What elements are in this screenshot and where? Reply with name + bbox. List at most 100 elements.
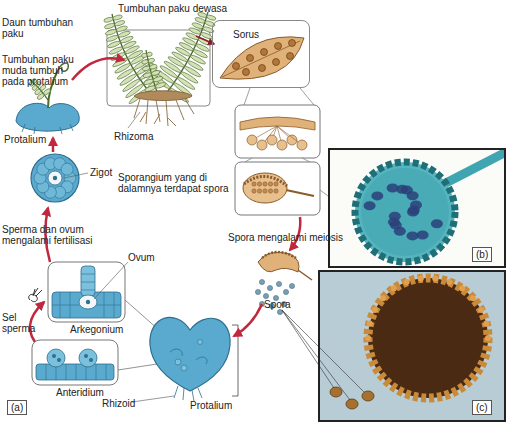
spore: [276, 281, 281, 286]
sorus-dot: [259, 65, 266, 72]
protalium: [170, 349, 207, 364]
spore: [263, 189, 267, 193]
leader-line: [282, 310, 364, 400]
spore: [365, 335, 371, 341]
rhizome: [134, 91, 192, 101]
protalium: [174, 386, 202, 401]
part-label: Daun tumbuhan paku: [2, 17, 76, 39]
spore: [268, 189, 272, 193]
adult-fern: [114, 20, 125, 27]
spore: [396, 185, 408, 194]
adult-fern: [105, 29, 117, 37]
spore: [407, 231, 419, 240]
adult-fern: [148, 58, 155, 64]
open-sporangium: [262, 252, 296, 258]
adult-fern: [206, 14, 216, 21]
sporangium: [235, 162, 328, 215]
protalium: [175, 359, 181, 365]
sporangium-cluster: [257, 140, 267, 150]
pinnule: [222, 41, 300, 77]
photo-b: [355, 162, 455, 262]
open-sporangium: [255, 252, 312, 315]
spore: [483, 321, 489, 327]
sporangium: [244, 176, 287, 186]
sporangium: [286, 190, 314, 196]
adult-fern: [143, 72, 152, 78]
adult-fern: [155, 82, 167, 89]
part-label: Anteridium: [56, 387, 126, 398]
part-label: Protalium: [190, 400, 250, 411]
zygote: [31, 154, 79, 202]
pinnule: [220, 37, 304, 79]
antheridium: [52, 354, 56, 358]
photo-c: [346, 399, 358, 409]
protalium: [132, 396, 174, 402]
sorus-section: [235, 105, 320, 158]
spore: [263, 182, 267, 186]
antheridium: [32, 340, 118, 385]
spore: [364, 201, 376, 210]
adult-fern: [194, 17, 205, 24]
spore: [263, 293, 268, 298]
spore: [432, 275, 438, 281]
adult-fern: [204, 20, 215, 27]
leader-line: [64, 173, 88, 178]
sporangium: [243, 173, 287, 203]
spore: [283, 289, 288, 294]
spore: [390, 221, 402, 230]
young-fern: [22, 124, 73, 134]
open-sporangium: [298, 270, 312, 280]
antheridium: [89, 358, 93, 362]
part-label: Spora mengalami meiosis: [228, 232, 358, 243]
photo-frame: (b): [328, 148, 506, 268]
part-label: Rhizoma: [114, 131, 174, 142]
sperm-cell: [29, 288, 42, 302]
fern-frame: [107, 30, 210, 106]
spore: [417, 231, 429, 240]
sporangium-cluster: [297, 140, 307, 150]
sorus-dot: [233, 63, 240, 70]
pinnule: [220, 37, 304, 79]
spore: [485, 335, 491, 341]
sporangium-cluster: [267, 135, 277, 145]
protalium: [181, 365, 187, 371]
adult-fern: [141, 53, 147, 58]
sorus-dot: [287, 53, 294, 60]
spore: [418, 275, 424, 281]
part-label: Ovum: [128, 252, 168, 263]
adult-fern: [146, 52, 152, 57]
part-label: Rhizoid: [102, 398, 152, 409]
archegonium: [94, 262, 128, 299]
sporangium-cluster: [247, 126, 307, 150]
photo-c: [318, 270, 506, 422]
spore: [367, 321, 373, 327]
antheridium: [57, 358, 61, 362]
adult-fern: [113, 14, 123, 20]
spore: [371, 191, 383, 200]
photo-b: [440, 150, 506, 186]
adult-fern: [151, 70, 160, 76]
spore: [274, 189, 278, 193]
spore: [404, 279, 410, 285]
part-label: (a): [7, 400, 27, 415]
spore: [365, 275, 491, 341]
adult-fern: [103, 17, 113, 23]
protalium: [118, 300, 238, 402]
spore: [274, 182, 278, 186]
part-label: Sorus: [233, 29, 259, 40]
spore: [372, 307, 378, 313]
spore: [252, 182, 256, 186]
sorus-dot: [289, 40, 296, 47]
sorus-dot: [275, 43, 282, 50]
spore: [389, 212, 401, 221]
adult-fern: [142, 66, 150, 72]
part-label: Arkegonium: [70, 324, 140, 335]
archegonium: [48, 262, 125, 322]
panel-tag: (b): [472, 247, 492, 262]
adult-fern: [106, 34, 119, 42]
spore: [289, 283, 294, 288]
part-label: Tumbuhan paku dewasa: [118, 3, 228, 14]
photo-frame: (c): [318, 270, 506, 422]
part-label: Sel sperma: [2, 312, 42, 334]
